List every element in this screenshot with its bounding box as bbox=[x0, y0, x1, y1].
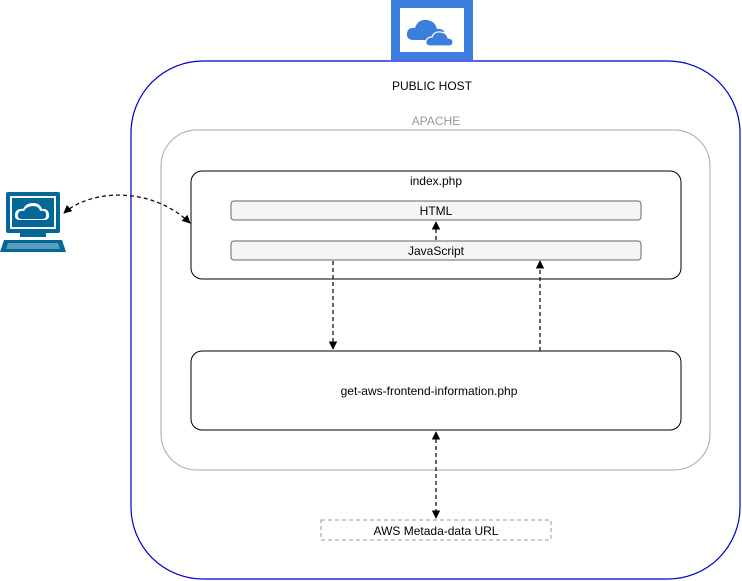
get-aws-frontend-label: get-aws-frontend-information.php bbox=[341, 384, 518, 398]
javascript-box bbox=[230, 240, 642, 261]
public-host-container bbox=[130, 60, 741, 580]
index-php-label: index.php bbox=[410, 174, 462, 188]
apache-label: APACHE bbox=[412, 114, 460, 128]
html-label: HTML bbox=[420, 204, 453, 218]
get-aws-frontend-box bbox=[190, 350, 682, 431]
aws-metadata-label: AWS Metada-data URL bbox=[374, 524, 499, 538]
html-box bbox=[230, 200, 642, 221]
public-host-label: PUBLIC HOST bbox=[392, 79, 473, 93]
javascript-label: JavaScript bbox=[408, 244, 465, 258]
client-to-index-connector bbox=[63, 194, 191, 224]
cloud-monitor-icon bbox=[391, 0, 473, 60]
aws-metadata-box bbox=[320, 519, 552, 541]
client-computer-icon bbox=[0, 192, 66, 252]
